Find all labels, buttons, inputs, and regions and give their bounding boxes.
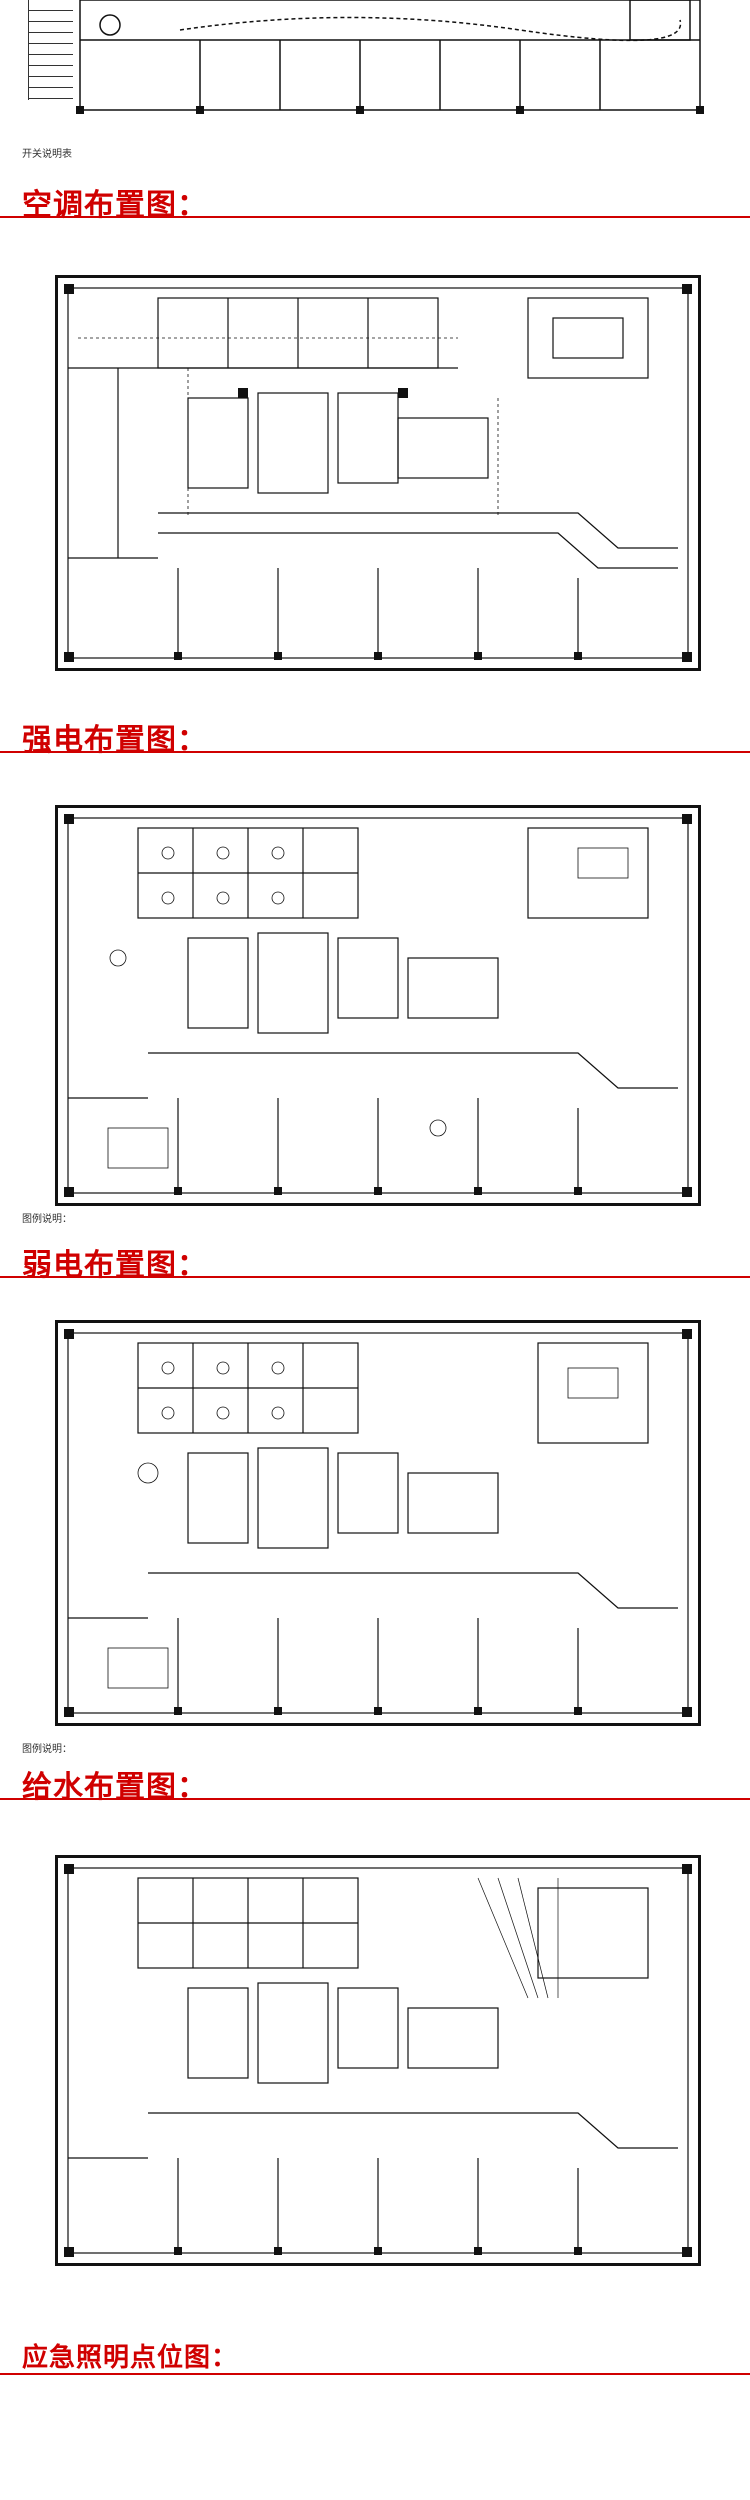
section-header-power: 强电布置图： [0,713,750,758]
section-header-hvac: 空调布置图： [0,178,750,223]
top-plan-drawing [76,0,704,114]
section-header-lowvoltage: 弱电布置图： [0,1238,750,1283]
plan2-caption: 图例说明： [22,1214,72,1225]
section-header-emergency-lighting: 应急照明点位图： [0,2335,750,2375]
section-rule [0,1276,750,1278]
section-title-emergency-lighting: 应急照明点位图： [22,2343,239,2373]
floor-plan-water [55,1855,701,2266]
top-partial-plan: 开关说明表 [0,0,750,160]
floor-plan-power [55,805,701,1206]
section-rule [0,1798,750,1800]
section-rule [0,2373,750,2375]
legend-caption: 开关说明表 [22,149,72,160]
floor-plan-hvac [55,275,701,671]
section-header-water: 给水布置图： [0,1760,750,1805]
legend-table [28,0,73,100]
plan3-caption: 图例说明： [22,1744,72,1755]
floor-plan-lowvoltage [55,1320,701,1726]
section-rule [0,751,750,753]
section-rule [0,216,750,218]
